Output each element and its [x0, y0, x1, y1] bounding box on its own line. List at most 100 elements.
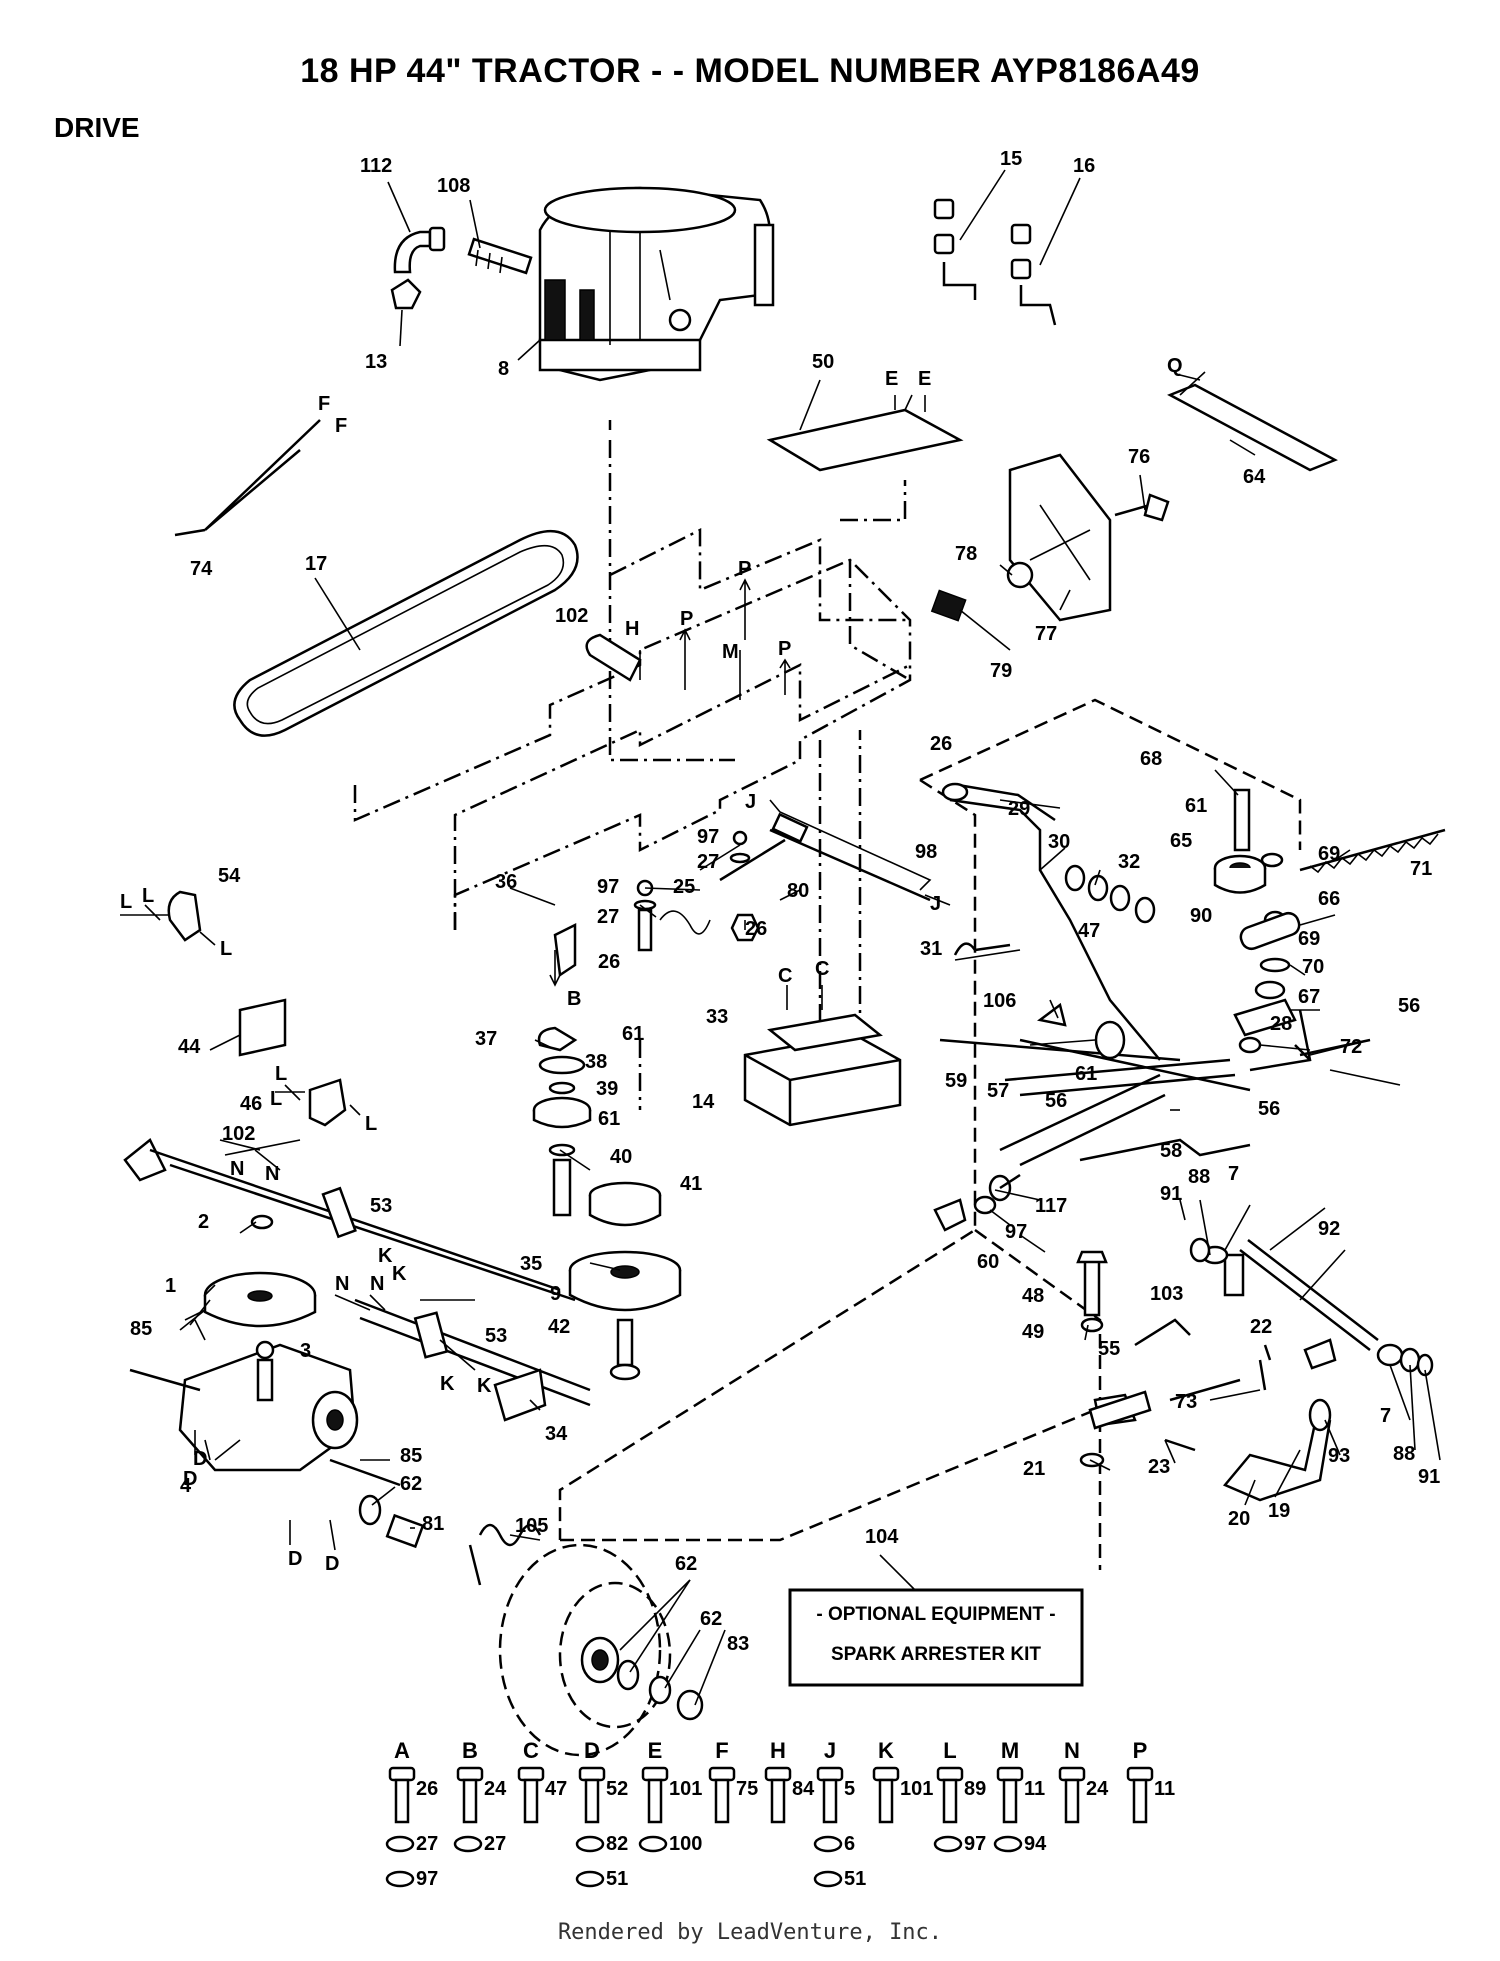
letter-H: H	[625, 618, 639, 640]
callout-8: 8	[498, 358, 509, 380]
key-bolt-head-f	[708, 1766, 736, 1782]
callout-69-top: 69	[1318, 843, 1340, 865]
callout-2: 2	[198, 1211, 209, 1233]
key-bolt-shank-p	[1132, 1778, 1148, 1824]
letter-N2: N	[265, 1163, 279, 1185]
key-bolt-shank-a	[394, 1778, 410, 1824]
key-washer-b-1	[453, 1835, 483, 1853]
key-letter-j: J	[824, 1738, 836, 1763]
right-pulley-parts	[1213, 788, 1446, 1072]
callout-50: 50	[812, 351, 834, 373]
letter-P3: P	[778, 638, 791, 660]
callout-62-wheel2: 62	[700, 1608, 722, 1630]
key-letter-d: D	[584, 1738, 600, 1763]
callout-39: 39	[596, 1078, 618, 1100]
key-part-e-100: 100	[669, 1833, 702, 1855]
callout-66: 66	[1318, 888, 1340, 910]
key-letter-f: F	[715, 1738, 728, 1763]
key-bolt-head-m	[996, 1766, 1024, 1782]
callout-103: 103	[1150, 1283, 1183, 1305]
letter-K4: K	[477, 1375, 492, 1397]
letter-N3: N	[335, 1273, 349, 1295]
callout-14: 14	[692, 1091, 715, 1113]
key-washer-j-2	[813, 1870, 843, 1888]
key-part-e-101: 101	[669, 1778, 702, 1800]
callout-7-top: 7	[1228, 1163, 1239, 1185]
optional-equipment-box: - OPTIONAL EQUIPMENT - SPARK ARRESTER KI…	[788, 1588, 1084, 1687]
key-bolt-head-p	[1126, 1766, 1154, 1782]
pedal-assembly	[1076, 1237, 1434, 1502]
key-bolt-head-e	[641, 1766, 669, 1782]
key-part-n-24: 24	[1086, 1778, 1109, 1800]
key-bolt-head-l	[936, 1766, 964, 1782]
callout-28: 28	[1270, 1013, 1292, 1035]
key-letter-p: P	[1133, 1738, 1148, 1763]
callout-71: 71	[1410, 858, 1432, 880]
pad-part	[743, 1013, 902, 1127]
key-part-j-51: 51	[844, 1868, 866, 1890]
callout-102-top: 102	[555, 605, 588, 627]
callout-46: 46	[240, 1093, 262, 1115]
callout-20: 20	[1228, 1508, 1250, 1530]
key-bolt-head-n	[1058, 1766, 1086, 1782]
callout-57: 57	[987, 1080, 1009, 1102]
callout-62-axle: 62	[400, 1473, 422, 1495]
key-bolt-shank-m	[1002, 1778, 1018, 1824]
callout-35: 35	[520, 1253, 542, 1275]
callout-Q: Q	[1167, 355, 1183, 377]
callout-73: 73	[1175, 1391, 1197, 1413]
callout-3: 3	[300, 1340, 311, 1362]
letter-E1: E	[885, 368, 898, 390]
drive-belt-part	[233, 529, 579, 737]
washer-set-part	[953, 864, 1156, 1027]
callout-55: 55	[1098, 1338, 1120, 1360]
key-washer-a-1	[385, 1835, 415, 1853]
letter-C2: C	[815, 958, 829, 980]
key-letter-b: B	[462, 1738, 478, 1763]
callout-83: 83	[727, 1633, 749, 1655]
footer-credit: Rendered by LeadVenture, Inc.	[557, 1920, 943, 1945]
callout-7-lower: 7	[1380, 1405, 1391, 1427]
callout-22: 22	[1250, 1316, 1272, 1338]
callout-61-mid2: 61	[598, 1108, 620, 1130]
callout-36: 36	[495, 871, 517, 893]
key-washer-d-2	[575, 1870, 605, 1888]
mounting-plate-part	[930, 453, 1170, 622]
callout-53-lower: 53	[485, 1325, 507, 1347]
callout-31: 31	[920, 938, 942, 960]
callout-4: 4	[180, 1475, 192, 1497]
letter-N4: N	[370, 1273, 384, 1295]
letter-D2: D	[183, 1468, 197, 1490]
callout-21: 21	[1023, 1458, 1045, 1480]
callout-112: 112	[360, 155, 392, 177]
callout-67: 67	[1298, 986, 1320, 1008]
axle-hardware-parts	[358, 1494, 542, 1586]
callout-58: 58	[1160, 1140, 1182, 1162]
letter-J1: J	[745, 791, 756, 813]
key-part-d-82: 82	[606, 1833, 628, 1855]
key-bolt-shank-e	[647, 1778, 663, 1824]
callout-98: 98	[915, 841, 937, 863]
callout-117: 117	[1035, 1195, 1067, 1217]
letter-P2: P	[680, 608, 693, 630]
transaxle-part	[129, 1340, 401, 1487]
letter-L5: L	[270, 1088, 282, 1110]
frame-outline	[353, 420, 1302, 1570]
key-part-d-52: 52	[606, 1778, 628, 1800]
key-letter-m: M	[1001, 1738, 1019, 1763]
key-part-h-84: 84	[792, 1778, 815, 1800]
letter-L6: L	[365, 1113, 377, 1135]
key-bolt-shank-h	[770, 1778, 786, 1824]
callout-26-left: 26	[598, 951, 620, 973]
spring-part	[659, 910, 711, 935]
callout-1: 1	[165, 1275, 176, 1297]
key-letter-n: N	[1064, 1738, 1080, 1763]
callout-91-lower: 91	[1418, 1466, 1440, 1488]
callout-25: 25	[673, 876, 695, 898]
letter-K2: K	[392, 1263, 407, 1285]
callout-23: 23	[1148, 1456, 1170, 1478]
callout-108: 108	[437, 175, 470, 197]
key-bolt-head-j	[816, 1766, 844, 1782]
callout-60: 60	[977, 1251, 999, 1273]
wheel-part	[498, 1543, 704, 1757]
